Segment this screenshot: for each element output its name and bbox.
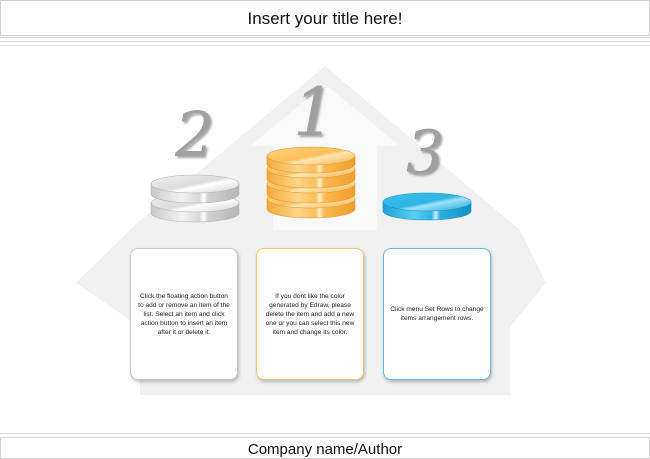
header-divider: [0, 37, 650, 46]
coin-stack-1: [266, 146, 356, 219]
title-bar: Insert your title here!: [0, 0, 650, 36]
card-description: If you dont like the color generated by …: [265, 292, 355, 336]
text-card-2nd[interactable]: Click the floating action button to add …: [130, 248, 238, 380]
text-card-3rd[interactable]: Click menu Set Rows to change items arra…: [383, 248, 491, 380]
rank-number-2: 2: [175, 98, 215, 171]
coin-stack-2: [150, 174, 240, 223]
rank-number-3: 3: [406, 118, 445, 188]
footer-author[interactable]: Company name/Author: [247, 441, 403, 458]
text-card-1st[interactable]: If you dont like the color generated by …: [256, 248, 364, 380]
rank-number-1: 1: [293, 74, 335, 151]
card-description: Click menu Set Rows to change items arra…: [390, 306, 484, 322]
footer-bar: Company name/Author: [0, 433, 650, 459]
coin-stack-3: [382, 192, 472, 221]
page-title[interactable]: Insert your title here!: [247, 9, 403, 28]
card-description: Click the floating action button to add …: [138, 292, 230, 336]
footer-box: Company name/Author: [0, 437, 650, 459]
